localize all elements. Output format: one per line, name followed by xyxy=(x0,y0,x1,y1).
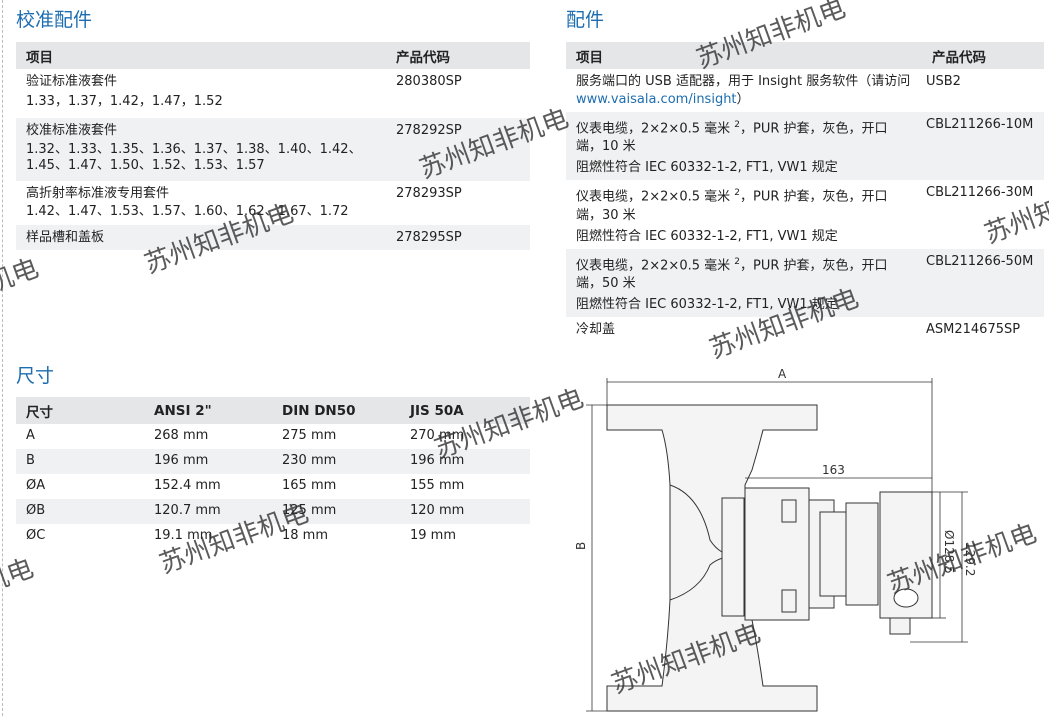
col-code: 产品代码 xyxy=(386,42,530,69)
col-ansi: ANSI 2" xyxy=(144,397,272,424)
item-code: USB2 xyxy=(926,74,961,89)
item-detail: 1.32、1.33、1.35、1.36、1.37、1.38、1.40、1.42、… xyxy=(26,142,362,173)
cell: ØC xyxy=(26,528,46,543)
item-code: CBL211266-50M xyxy=(922,248,1044,317)
col-item: 项目 xyxy=(566,42,922,69)
table-row: A 268 mm 275 mm 270 mm xyxy=(16,424,530,449)
item-name: 校准标准液套件 xyxy=(26,123,118,138)
cable-note: 阻燃性符合 IEC 60332-1-2, FT1, VW1 规定 xyxy=(576,296,838,312)
cell: 270 mm xyxy=(410,428,465,443)
superscript: 2 xyxy=(734,120,741,130)
cable-desc: 仪表电缆，2×2×0.5 毫米 xyxy=(576,257,735,273)
calibration-table: 项目产品代码 验证标准液套件 1.33，1.37，1.42，1.47，1.52 28… xyxy=(16,42,530,250)
item-detail: 1.42、1.47、1.53、1.57、1.60、1.62、1.67、1.72 xyxy=(26,204,349,219)
cell: 152.4 mm xyxy=(154,478,221,493)
cable-desc-rest: ，PUR 护套，灰色，开口端，50 米 xyxy=(576,257,888,291)
cable-note: 阻燃性符合 IEC 60332-1-2, FT1, VW1 规定 xyxy=(576,228,838,244)
table-row: 仪表电缆，2×2×0.5 毫米 2，PUR 护套，灰色，开口端，50 米阻燃性符… xyxy=(566,248,922,317)
table-row: 校准标准液套件 1.32、1.33、1.35、1.36、1.37、1.38、1.4… xyxy=(16,118,386,181)
flange-body xyxy=(606,404,818,712)
item-code: 280380SP xyxy=(396,74,462,89)
insight-link[interactable]: www.vaisala.com/insight xyxy=(576,92,737,107)
item-code: 278295SP xyxy=(386,225,530,250)
cell: 125 mm xyxy=(272,499,400,524)
cell: ØB xyxy=(16,499,144,524)
dimension-lines xyxy=(586,378,968,712)
table-row: 仪表电缆，2×2×0.5 毫米 2，PUR 护套，灰色，开口端，30 米阻燃性符… xyxy=(566,180,922,248)
cell: 120.7 mm xyxy=(144,499,272,524)
dim-163-label: 163 xyxy=(822,463,845,477)
cell: ØA xyxy=(26,478,46,493)
superscript: 2 xyxy=(734,256,741,267)
cell: 196 mm xyxy=(400,449,530,474)
item-code: 278293SP xyxy=(396,186,462,201)
cell: 165 mm xyxy=(282,478,337,493)
item-text-tail: ） xyxy=(736,92,750,107)
table-row: ØC 19.1 mm 18 mm 19 mm xyxy=(16,524,530,549)
cell: 19 mm xyxy=(410,528,457,543)
cell: B xyxy=(16,449,144,474)
cell: 19.1 mm xyxy=(154,528,213,543)
cable-desc-rest: ，PUR 护套，灰色，开口端，10 米 xyxy=(576,121,888,155)
dim-a-label: A xyxy=(778,367,787,381)
calibration-accessories-title: 校准配件 xyxy=(16,9,93,31)
cell: 120 mm xyxy=(400,499,530,524)
table-row: 高折射率标准液专用套件 1.42、1.47、1.53、1.57、1.60、1.62… xyxy=(16,181,386,225)
col-item: 项目 xyxy=(16,42,386,69)
dim-b-label: B xyxy=(574,542,588,550)
col-din: DIN DN50 xyxy=(272,397,400,424)
dim-height-label: 129.2 xyxy=(963,542,977,576)
item-text: 服务端口的 USB 适配器，用于 Insight 服务软件（请访问 xyxy=(576,74,911,89)
table-row: 冷却盖 xyxy=(576,321,616,337)
page-edge xyxy=(2,0,3,716)
col-code: 产品代码 xyxy=(922,42,1044,69)
item-name: 高折射率标准液专用套件 xyxy=(26,186,170,201)
col-dimension: 尺寸 xyxy=(16,397,144,424)
dim-diameter-label: Ø128.5 xyxy=(942,530,956,574)
item-code: 278292SP xyxy=(386,118,530,181)
cell: A xyxy=(26,428,35,443)
cable-desc: 仪表电缆，2×2×0.5 毫米 xyxy=(576,121,735,137)
col-jis: JIS 50A xyxy=(400,397,530,424)
cell: 268 mm xyxy=(154,428,209,443)
cell: 155 mm xyxy=(410,478,465,493)
superscript: 2 xyxy=(734,188,741,199)
item-code: CBL211266-10M xyxy=(922,112,1044,181)
cell: 18 mm xyxy=(282,528,329,543)
table-row: ØA 152.4 mm 165 mm 155 mm xyxy=(16,474,530,499)
table-row: 样品槽和盖板 xyxy=(16,225,386,250)
cell: 196 mm xyxy=(144,449,272,474)
item-code: ASM214675SP xyxy=(926,321,1021,337)
item-code: CBL211266-30M xyxy=(926,185,1034,201)
cell: 230 mm xyxy=(272,449,400,474)
accessories-table: 项目产品代码 服务端口的 USB 适配器，用于 Insight 服务软件（请访问… xyxy=(566,42,1044,342)
table-row: 服务端口的 USB 适配器，用于 Insight 服务软件（请访问 www.va… xyxy=(566,69,922,112)
cable-desc: 仪表电缆，2×2×0.5 毫米 xyxy=(576,189,735,205)
dimensions-title: 尺寸 xyxy=(16,365,55,387)
cell: 275 mm xyxy=(282,428,337,443)
table-row: 仪表电缆，2×2×0.5 毫米 2，PUR 护套，灰色，开口端，10 米阻燃性符… xyxy=(566,112,922,181)
cable-desc-rest: ，PUR 护套，灰色，开口端，30 米 xyxy=(576,189,888,223)
item-name: 样品槽和盖板 xyxy=(26,230,105,245)
cable-note: 阻燃性符合 IEC 60332-1-2, FT1, VW1 规定 xyxy=(576,160,838,176)
table-row: 验证标准液套件 1.33，1.37，1.42，1.47，1.52 xyxy=(16,69,386,118)
item-name: 验证标准液套件 xyxy=(26,74,118,89)
accessories-title: 配件 xyxy=(566,9,605,31)
sensor-head xyxy=(744,487,933,635)
item-detail: 1.33，1.37，1.42，1.47，1.52 xyxy=(26,94,223,109)
